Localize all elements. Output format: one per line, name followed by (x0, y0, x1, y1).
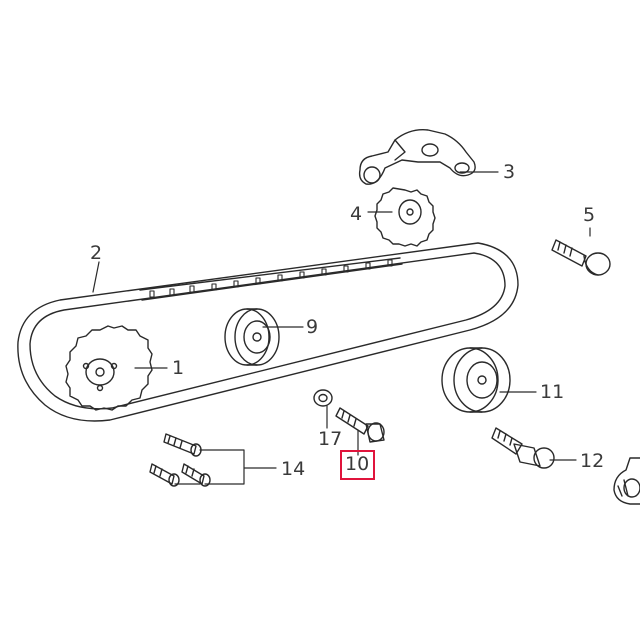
callout-2[interactable]: 2 (90, 242, 103, 264)
callout-4[interactable]: 4 (350, 203, 363, 225)
callout-5[interactable]: 5 (583, 204, 596, 226)
camshaft-sprocket-4[interactable] (374, 187, 436, 247)
tensioner-pulley-11[interactable] (441, 347, 511, 413)
washer-17[interactable] (313, 389, 333, 407)
timing-belt[interactable] (17, 242, 519, 422)
callout-10[interactable]: 10 (345, 453, 370, 475)
cut-off-part (613, 457, 640, 505)
callout-12[interactable]: 12 (580, 450, 605, 472)
bolt-12[interactable] (491, 427, 555, 469)
bolt-10[interactable] (335, 407, 385, 443)
callout-14[interactable]: 14 (281, 458, 306, 480)
tensioner-bracket-3[interactable] (358, 129, 476, 185)
bolt-5[interactable] (551, 239, 611, 276)
callout-11[interactable]: 11 (540, 381, 565, 403)
crankshaft-sprocket[interactable] (65, 325, 153, 411)
callout-3[interactable]: 3 (503, 161, 516, 183)
callout-17[interactable]: 17 (318, 428, 343, 450)
highlight-box (340, 450, 375, 480)
callout-1[interactable]: 1 (172, 357, 185, 379)
idler-pulley-9[interactable] (224, 308, 280, 366)
callout-9[interactable]: 9 (306, 316, 319, 338)
leader-lines (92, 171, 591, 485)
bolts-set-14[interactable] (149, 433, 211, 487)
